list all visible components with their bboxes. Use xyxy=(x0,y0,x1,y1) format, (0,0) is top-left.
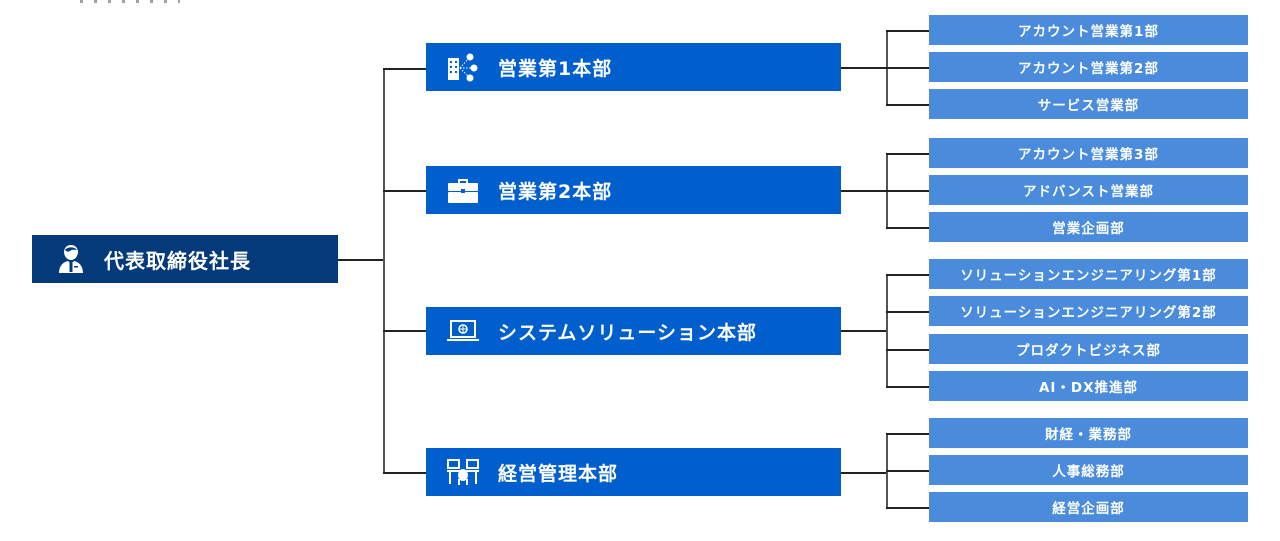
connector-trunk-main xyxy=(383,69,385,473)
connector-trunk-group-3 xyxy=(886,274,888,387)
connector-division-1-out xyxy=(841,67,886,69)
connector-dept xyxy=(886,227,929,229)
connector-dept xyxy=(886,153,929,155)
connector-division-4 xyxy=(383,472,426,474)
connector-dept xyxy=(886,433,929,435)
connector-dept xyxy=(886,470,929,472)
connector-dept xyxy=(886,104,929,106)
connector-dept xyxy=(886,190,929,192)
connector-dept xyxy=(886,67,929,69)
department-box: 人事総務部 xyxy=(929,455,1248,485)
laptop-globe-icon xyxy=(446,316,480,346)
connector-division-3 xyxy=(383,330,426,332)
department-box: ソリューションエンジニアリング第2部 xyxy=(929,296,1248,326)
department-box: 財経・業務部 xyxy=(929,418,1248,448)
connector-dept xyxy=(886,507,929,509)
division-box-4: 経営管理本部 xyxy=(426,448,841,496)
connector-dept xyxy=(886,386,929,388)
connector-division-1 xyxy=(383,68,426,70)
building-network-icon xyxy=(446,52,480,82)
connector-dept xyxy=(886,274,929,276)
department-box: アカウント営業第2部 xyxy=(929,52,1248,82)
ceo-title: 代表取締役社長 xyxy=(104,248,251,273)
ceo-box: 代表取締役社長 xyxy=(32,235,338,283)
division-title: 営業第1本部 xyxy=(498,57,613,80)
briefcase-icon xyxy=(446,175,480,205)
connector-division-3-out xyxy=(841,330,886,332)
division-title: システムソリューション本部 xyxy=(498,321,758,344)
executive-person-icon xyxy=(58,244,84,274)
department-box: プロダクトビジネス部 xyxy=(929,334,1248,364)
division-title: 経営管理本部 xyxy=(498,462,619,485)
meeting-people-icon xyxy=(446,457,480,487)
division-box-3: システムソリューション本部 xyxy=(426,307,841,355)
department-box: AI・DX推進部 xyxy=(929,371,1248,401)
connector-dept xyxy=(886,311,929,313)
division-box-1: 営業第1本部 xyxy=(426,43,841,91)
department-box: アカウント営業第1部 xyxy=(929,15,1248,45)
department-box: 営業企画部 xyxy=(929,212,1248,242)
department-box: 経営企画部 xyxy=(929,492,1248,522)
department-box: アドバンスト営業部 xyxy=(929,175,1248,205)
connector-division-4-out xyxy=(841,472,886,474)
connector-dept xyxy=(886,30,929,32)
division-box-2: 営業第2本部 xyxy=(426,166,841,214)
department-box: サービス営業部 xyxy=(929,89,1248,119)
clipped-header-text xyxy=(80,0,180,3)
connector-division-2 xyxy=(383,190,426,192)
connector-dept xyxy=(886,349,929,351)
division-title: 営業第2本部 xyxy=(498,180,613,203)
connector-division-2-out xyxy=(841,190,886,192)
connector-root xyxy=(338,259,383,261)
department-box: ソリューションエンジニアリング第1部 xyxy=(929,259,1248,289)
department-box: アカウント営業第3部 xyxy=(929,138,1248,168)
